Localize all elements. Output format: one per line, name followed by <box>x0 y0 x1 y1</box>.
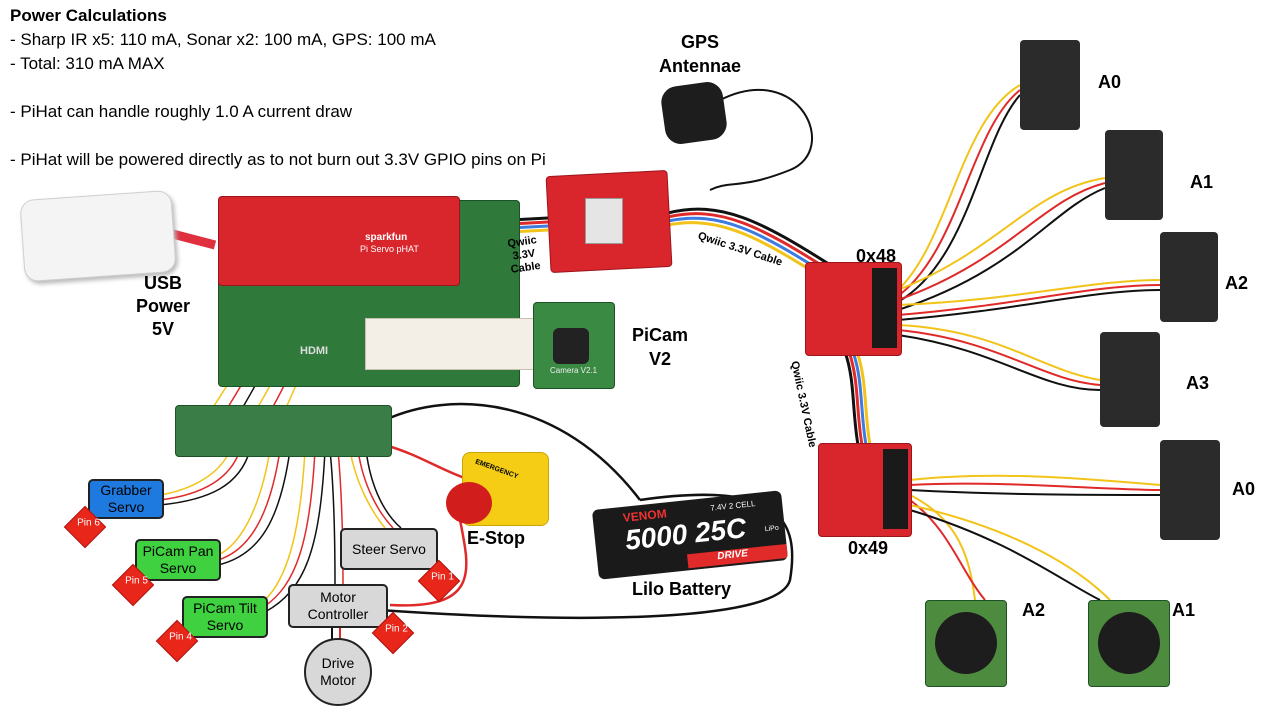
qwiic-adc48-adc49 <box>845 352 870 445</box>
estop-button <box>446 482 492 524</box>
battery-label: Lilo Battery <box>632 579 731 600</box>
picam-pan-servo-box: PiCam Pan Servo <box>135 539 221 581</box>
hat-name-text: Pi Servo pHAT <box>360 244 419 254</box>
sonar-a2-label: A2 <box>1022 600 1045 621</box>
sonar-a1-transducer <box>1098 612 1160 674</box>
hat-brand-text: sparkfun <box>365 232 407 243</box>
ir-sensor-2-a0 <box>1160 440 1220 540</box>
picam-text: Camera V2.1 <box>550 366 597 375</box>
battery-spec: 7.4V 2 CELL <box>710 499 756 513</box>
ir-sensor-a0 <box>1020 40 1080 130</box>
battery-type: LiPo <box>764 525 779 533</box>
qwiic-label-hat: Qwiic 3.3V Cable <box>506 234 541 277</box>
ir-sensor-a3 <box>1100 332 1160 427</box>
notes-line-4: - PiHat will be powered directly as to n… <box>10 148 546 172</box>
adc-0x48-label: 0x48 <box>856 246 896 267</box>
ir-sensor-2-a0-label: A0 <box>1232 479 1255 500</box>
ir-sensor-a2 <box>1160 232 1218 322</box>
gpio-breakout-board <box>175 405 392 457</box>
picam-tilt-servo-box: PiCam Tilt Servo <box>182 596 268 638</box>
camera-ribbon-cable <box>365 318 537 370</box>
gps-antenna-cable <box>710 90 812 190</box>
usb-power-label: USB Power 5V <box>118 272 208 341</box>
notes-line-2: - Total: 310 mA MAX <box>10 52 546 76</box>
gps-antenna-label: GPS Antennae <box>645 30 755 78</box>
estop-label: E-Stop <box>467 528 525 549</box>
estop-wire-red <box>385 445 470 480</box>
power-calculations-notes: Power Calculations - Sharp IR x5: 110 mA… <box>10 4 546 172</box>
adc-0x48-terminal <box>872 268 897 348</box>
usb-power-bank <box>19 190 176 282</box>
ir-sensor-a2-label: A2 <box>1225 273 1248 294</box>
sonar-a1-label: A1 <box>1172 600 1195 621</box>
picam-lens <box>553 328 589 364</box>
drive-motor-circle: Drive Motor <box>304 638 372 706</box>
steer-servo-box: Steer Servo <box>340 528 438 570</box>
ir-sensor-a1 <box>1105 130 1163 220</box>
gps-module <box>585 198 623 244</box>
notes-title: Power Calculations <box>10 4 546 28</box>
notes-line-3: - PiHat can handle roughly 1.0 A current… <box>10 100 546 124</box>
adc49-wires <box>910 476 1160 600</box>
pi-hdmi-text: HDMI <box>300 345 328 357</box>
adc-0x49-label: 0x49 <box>848 538 888 559</box>
picam-label: PiCam V2 <box>620 323 700 371</box>
sonar-a2-transducer <box>935 612 997 674</box>
ir-sensor-a0-label: A0 <box>1098 72 1121 93</box>
ir-sensor-a1-label: A1 <box>1190 172 1213 193</box>
motor-controller-box: Motor Controller <box>288 584 388 628</box>
pi-servo-phat-board <box>218 196 460 286</box>
grabber-servo-box: Grabber Servo <box>88 479 164 519</box>
ir-sensor-a3-label: A3 <box>1186 373 1209 394</box>
notes-line-1: - Sharp IR x5: 110 mA, Sonar x2: 100 mA,… <box>10 28 546 52</box>
adc-0x49-terminal <box>883 449 908 529</box>
gps-antenna-puck <box>659 80 728 146</box>
